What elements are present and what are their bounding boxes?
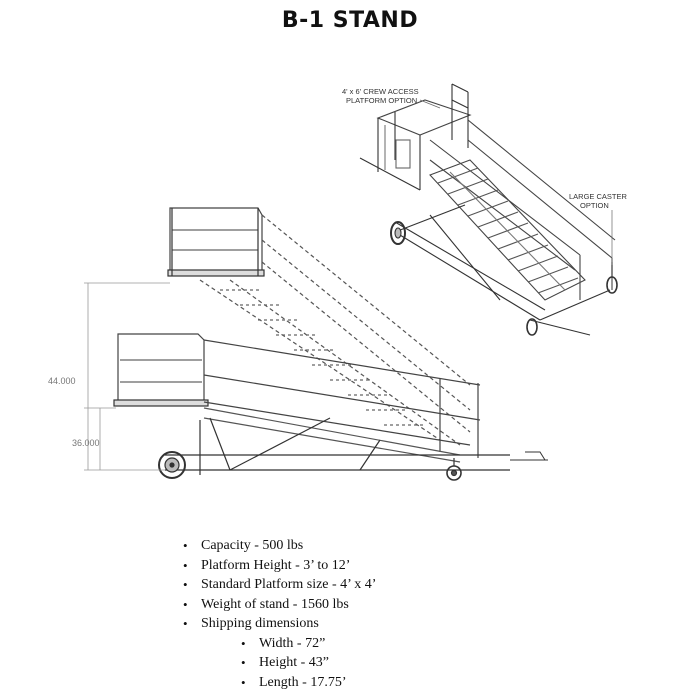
isometric-stand [359,83,618,336]
lower-handrails [203,339,481,458]
iso-stair-treads [429,159,586,301]
iso-rear-wheel [390,221,406,245]
callout-crew-access-line1: 4' x 6' CREW ACCESS [342,87,419,96]
crew-access-platform [359,99,472,191]
dimension-upper-label: 44.000 [48,376,76,386]
shipping-dimensions-list: Width - 72” Height - 43” Length - 17.75’ [201,634,376,693]
iso-front-caster-left [526,318,538,336]
callout-caster-line2: OPTION [580,201,609,210]
upper-platform [167,207,265,277]
spec-capacity: Capacity - 500 lbs [183,536,376,556]
stand-drawing: 44.000 36.000 [48,83,628,481]
shipping-height: Height - 43” [241,653,376,673]
callout-caster-line1: LARGE CASTER [569,192,628,201]
iso-chassis [394,204,611,336]
chassis [165,417,548,475]
front-caster [446,458,462,481]
iso-handrails [429,119,616,300]
raised-steps [220,289,426,426]
spec-shipping: Shipping dimensions Width - 72” Height -… [183,614,376,692]
lower-platform [113,333,209,407]
side-view-stand [84,207,548,481]
spec-list: Capacity - 500 lbs Platform Height - 3’ … [183,536,376,692]
page-title: B-1 STAND [281,8,419,33]
callout-crew-access-line2: PLATFORM OPTION [346,96,417,105]
upper-railing [451,83,469,148]
spec-weight: Weight of stand - 1560 lbs [183,595,376,615]
lower-stringer [203,407,461,463]
dimension-lines [84,282,170,471]
spec-shipping-label: Shipping dimensions [201,616,319,631]
rear-wheel [158,451,186,479]
iso-front-caster-right [606,265,618,294]
spec-platform-size: Standard Platform size - 4’ x 4’ [183,575,376,595]
shipping-length: Length - 17.75’ [241,673,376,693]
dimension-lower-label: 36.000 [72,438,100,448]
spec-platform-height: Platform Height - 3’ to 12’ [183,556,376,576]
shipping-width: Width - 72” [241,634,376,654]
